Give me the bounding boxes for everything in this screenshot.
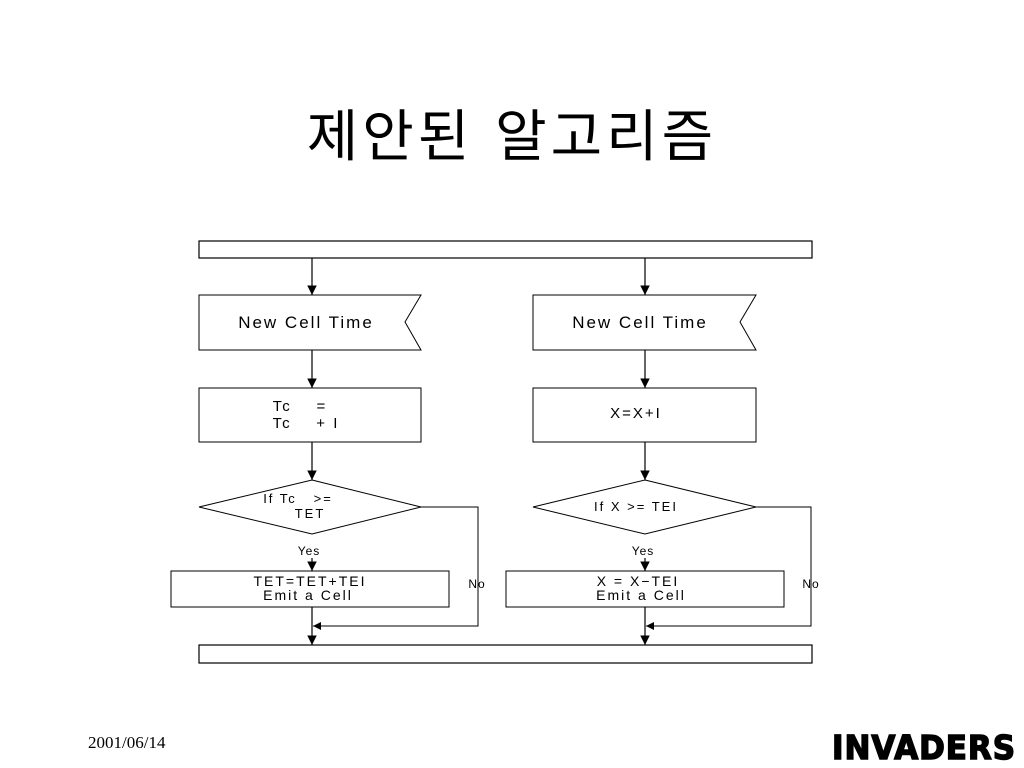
left-branch: New Cell Time Tc = Tc + I If Tc >= TET Y… — [170, 258, 485, 645]
right-process-box — [532, 387, 757, 443]
right-branch: New Cell Time X=X+I If X >= TEI Yes X = … — [505, 258, 819, 645]
left-no-label: No — [468, 577, 485, 591]
right-action-line1: X = X−TEI — [597, 573, 680, 589]
right-decision-line1: If X >= TEI — [594, 499, 678, 514]
right-yes-label: Yes — [632, 544, 655, 558]
right-input-label: New Cell Time — [572, 313, 708, 332]
right-process-line1: X=X+I — [610, 405, 662, 422]
left-input-shape — [198, 294, 422, 351]
left-action-box — [170, 570, 450, 608]
bottom-bar — [198, 644, 813, 664]
invaders-logo: INVADERS — [832, 728, 1016, 764]
left-process-box — [198, 387, 422, 443]
left-yes-label: Yes — [298, 544, 321, 558]
right-input-shape — [532, 294, 757, 351]
left-decision-diamond — [198, 479, 422, 535]
slide-date: 2001/06/14 — [88, 733, 166, 752]
flowchart: New Cell Time Tc = Tc + I If Tc >= TET Y… — [170, 240, 819, 664]
right-action-box — [505, 570, 785, 608]
left-input-label: New Cell Time — [238, 313, 374, 332]
top-bar — [198, 240, 813, 259]
logo-text: INVADERS — [832, 728, 1016, 764]
right-decision-diamond — [532, 479, 757, 535]
left-action-line2: Emit a Cell — [263, 587, 353, 603]
right-no-label: No — [802, 577, 819, 591]
left-decision-line1: If Tc >= — [263, 491, 333, 506]
left-decision-line2: TET — [295, 506, 326, 521]
slide-title: 제안된 알고리즘 — [306, 105, 718, 170]
left-process-line1: Tc = — [273, 398, 327, 415]
left-process-line2: Tc + I — [273, 415, 340, 432]
left-action-line1: TET=TET+TEI — [253, 573, 366, 589]
right-action-line2: Emit a Cell — [596, 587, 686, 603]
